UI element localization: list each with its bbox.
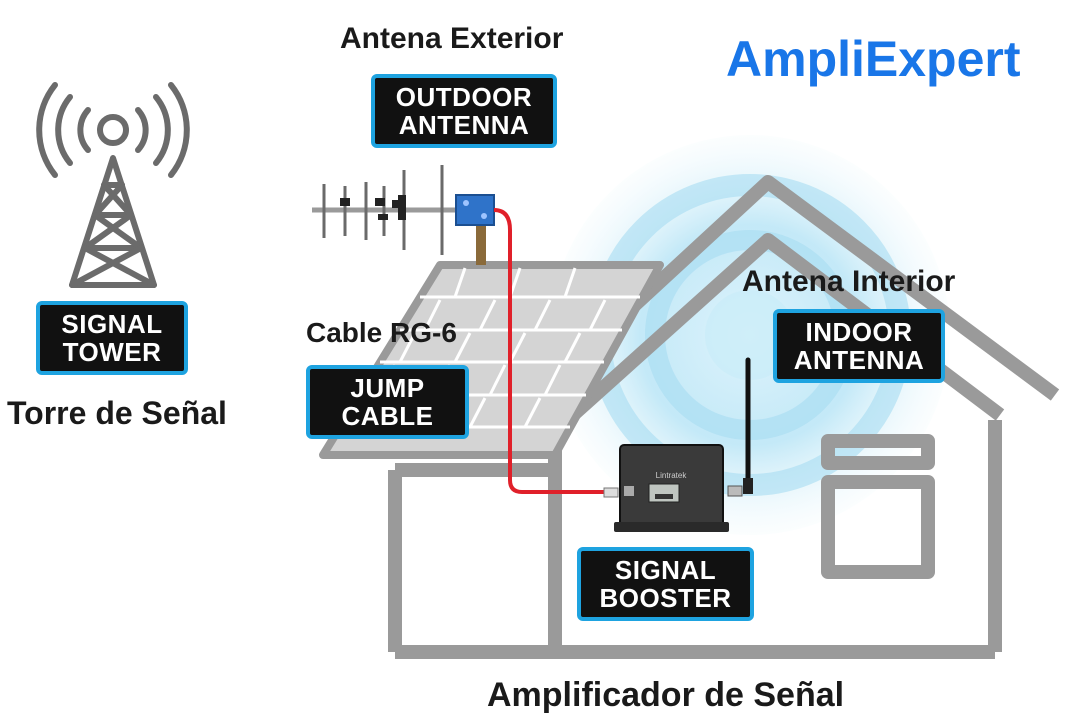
label-signal-booster: SIGNAL BOOSTER — [577, 547, 754, 621]
label-signal-tower-line2: TOWER — [62, 337, 162, 367]
signal-tower-icon — [36, 82, 190, 288]
signal-booster-icon — [614, 444, 743, 532]
label-indoor-antenna: INDOOR ANTENNA — [773, 309, 945, 383]
label-outdoor-antenna-line2: ANTENNA — [398, 110, 530, 140]
caption-signal-booster: Amplificador de Señal — [487, 676, 845, 714]
label-indoor-antenna-line2: ANTENNA — [793, 345, 925, 375]
indoor-antenna-icon — [743, 357, 753, 494]
label-jump-cable: JUMP CABLE — [306, 365, 469, 439]
caption-indoor-antenna: Antena Interior — [742, 265, 956, 298]
label-indoor-antenna-line1: INDOOR — [805, 317, 913, 347]
label-jump-cable-line1: JUMP — [350, 373, 425, 403]
label-outdoor-antenna: OUTDOOR ANTENNA — [371, 74, 557, 148]
label-signal-tower-line1: SIGNAL — [61, 309, 163, 339]
label-signal-tower: SIGNAL TOWER — [36, 301, 188, 375]
caption-outdoor-antenna: Antena Exterior — [340, 22, 564, 55]
caption-signal-tower: Torre de Señal — [7, 395, 227, 431]
label-outdoor-antenna-line1: OUTDOOR — [395, 82, 533, 112]
brand-logo-text: AmpliExpert — [726, 31, 1021, 87]
outdoor-antenna-icon — [312, 165, 495, 265]
label-jump-cable-line2: CABLE — [341, 401, 434, 431]
jump-cable-line — [493, 208, 612, 494]
label-signal-booster-line2: BOOSTER — [599, 583, 732, 613]
booster-brand-text: Lintratek — [656, 471, 688, 480]
caption-jump-cable: Cable RG-6 — [306, 317, 457, 348]
label-signal-booster-line1: SIGNAL — [614, 555, 717, 585]
